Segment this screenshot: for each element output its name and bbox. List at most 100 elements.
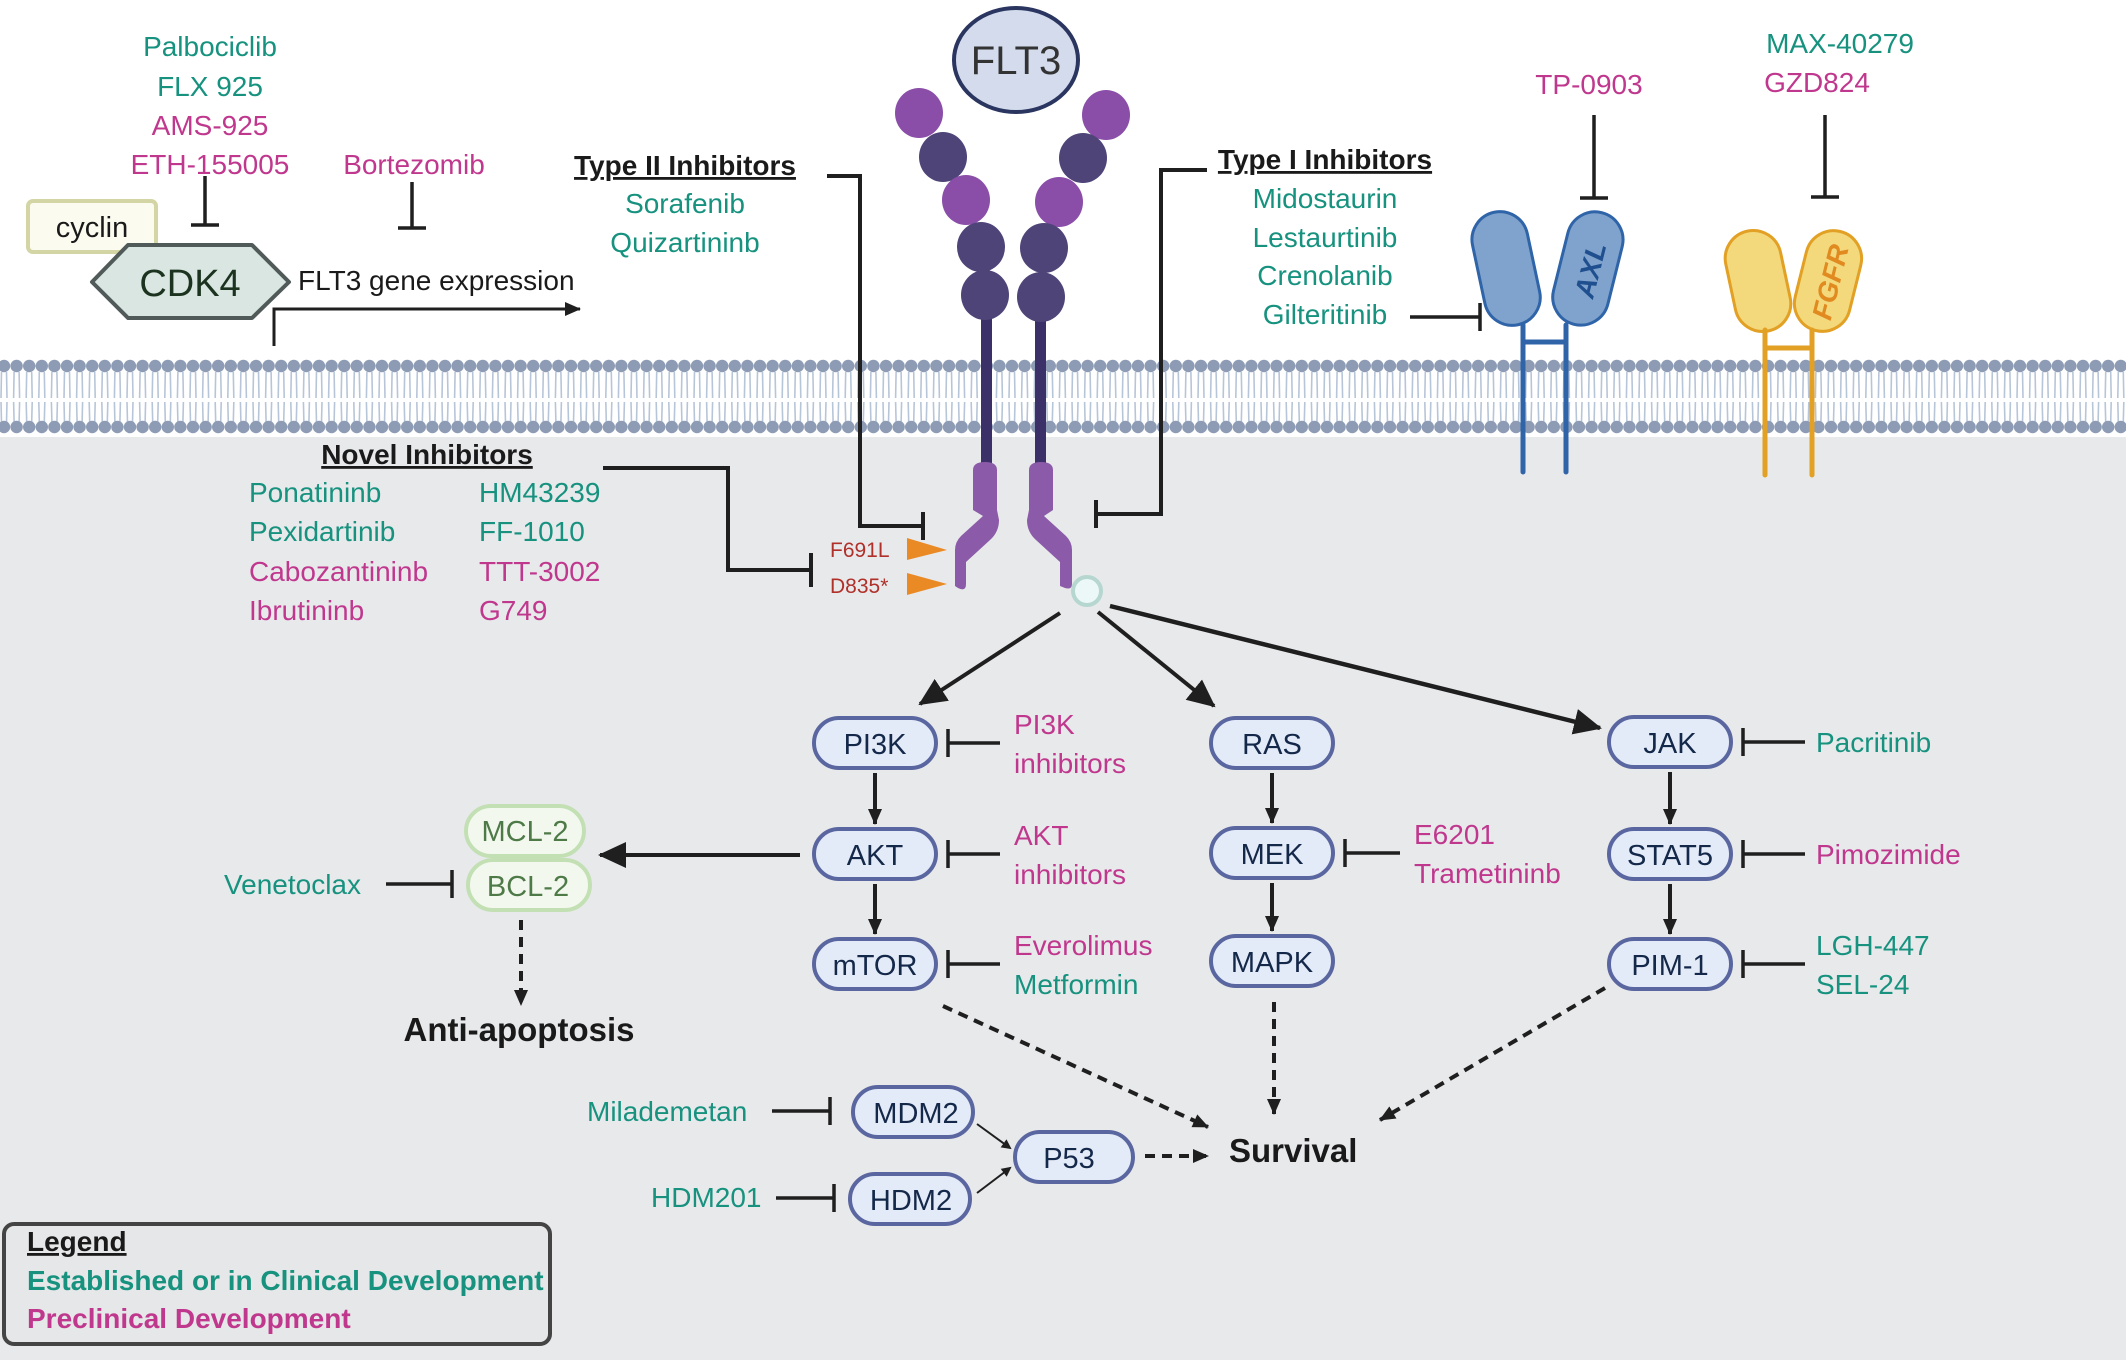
lipid-head	[149, 359, 162, 373]
type1-drug: Crenolanib	[1257, 260, 1392, 291]
lipid-tail	[113, 371, 122, 423]
lipid-head	[1358, 420, 1372, 434]
lipid-tail	[290, 371, 298, 423]
lipid-head	[10, 420, 23, 434]
lipid-head	[1988, 420, 2002, 434]
gene-expression-arrow	[272, 302, 581, 346]
mdm2-node	[851, 1085, 975, 1139]
lipid-head	[577, 420, 590, 434]
mtor-to-survival-arrow	[942, 1004, 1209, 1129]
lipid-tail	[428, 371, 437, 423]
pathway-inhibitor: inhibitors	[1014, 748, 1126, 779]
lipid-tail	[1235, 371, 1243, 423]
lipid-tail	[1852, 371, 1860, 423]
lipid-head	[1887, 420, 1901, 434]
lipid-head	[363, 359, 376, 373]
node-pim-1-label: PIM-1	[1631, 950, 1708, 982]
lipid-head	[287, 359, 300, 373]
lipid-head	[905, 359, 918, 373]
lipid-head	[1484, 420, 1498, 434]
lipid-head	[1409, 420, 1422, 434]
lipid-head	[35, 359, 48, 373]
drug-milademetan: Milademetan	[587, 1096, 747, 1127]
lipid-tail	[1814, 371, 1823, 423]
lipid-head	[1686, 359, 1699, 373]
lipid-head	[98, 420, 112, 434]
lipid-head	[325, 420, 338, 434]
lipid-head	[804, 420, 817, 434]
lipid-tail	[327, 371, 336, 423]
lipid-head	[1837, 359, 1850, 373]
lipid-head	[1371, 420, 1384, 434]
lipid-head	[249, 420, 263, 434]
lipid-head	[1497, 420, 1510, 434]
lipid-tail	[416, 371, 424, 423]
lipid-tail	[2117, 371, 2125, 423]
lipid-head	[930, 420, 943, 434]
lipid-head	[703, 420, 716, 434]
lipid-tail	[101, 371, 109, 423]
type1-title: Type I Inhibitors	[1218, 144, 1432, 175]
arrow-to-ras	[1096, 610, 1216, 708]
lipid-head	[1207, 359, 1220, 373]
lipid-tail	[592, 371, 600, 423]
lipid-head	[905, 420, 918, 434]
lipid-head	[1661, 359, 1674, 373]
lipid-head	[161, 420, 174, 434]
lipid-tail	[277, 371, 285, 423]
flt3-label: FLT3	[971, 39, 1061, 83]
lipid-tail	[1802, 371, 1810, 423]
lipid-head	[867, 420, 880, 434]
lipid-head	[1925, 359, 1939, 373]
lipid-head	[1081, 420, 1094, 434]
lipid-tail	[365, 371, 374, 423]
lipid-head	[1736, 420, 1750, 434]
lipid-tail	[1890, 371, 1898, 423]
upstream-cdk4-block: cyclin CDK4 FLT3 gene expression Palboci…	[26, 31, 581, 346]
lipid-head	[2102, 420, 2115, 434]
lipid-head	[237, 359, 250, 373]
lipid-head	[1094, 359, 1107, 373]
lipid-tail	[894, 371, 903, 423]
mcl2-node	[464, 804, 586, 858]
inhibition-tee	[1741, 950, 1805, 978]
lipid-head	[2013, 359, 2027, 373]
lipid-head	[753, 420, 767, 434]
lipid-tail	[126, 371, 134, 423]
lipid-head	[2089, 420, 2102, 434]
anti-apoptosis-label: Anti-apoptosis	[404, 1011, 635, 1048]
lipid-head	[48, 420, 61, 434]
lipid-tail	[1713, 371, 1722, 423]
lipid-head	[1547, 420, 1561, 434]
lipid-head	[564, 359, 578, 373]
lipid-tail	[1298, 371, 1306, 423]
lipid-head	[98, 359, 112, 373]
drug-gzd824: GZD824	[1764, 67, 1870, 98]
lipid-tail	[1625, 371, 1634, 423]
lipid-tail	[1865, 371, 1873, 423]
legend-established: Established or in Clinical Development	[27, 1265, 544, 1296]
lipid-head	[1673, 359, 1687, 373]
flt3-extracellular-domains	[895, 88, 1130, 322]
flt3-ig-domain	[961, 270, 1009, 320]
lipid-head	[1459, 359, 1472, 373]
lipid-head	[1950, 420, 1964, 434]
lipid-head	[375, 420, 389, 434]
lipid-head	[1875, 359, 1888, 373]
apoptosis-block: MCL-2 BCL-2 Venetoclax Anti-apoptosis	[224, 804, 800, 1048]
lipid-tail	[1965, 371, 1974, 423]
lipid-head	[1938, 359, 1951, 373]
lipid-tail	[201, 371, 210, 423]
novel-drug: FF-1010	[479, 516, 585, 547]
lipid-head	[1472, 359, 1485, 373]
flt3-kinase-left	[955, 462, 999, 590]
flt3-ig-domain	[1020, 223, 1068, 273]
lipid-head	[1232, 359, 1246, 373]
lipid-tail	[264, 371, 273, 423]
lipid-head	[1774, 420, 1787, 434]
lipid-head	[703, 359, 716, 373]
lipid-head	[779, 420, 792, 434]
lipid-head	[338, 359, 351, 373]
lipid-tail	[1172, 371, 1180, 423]
